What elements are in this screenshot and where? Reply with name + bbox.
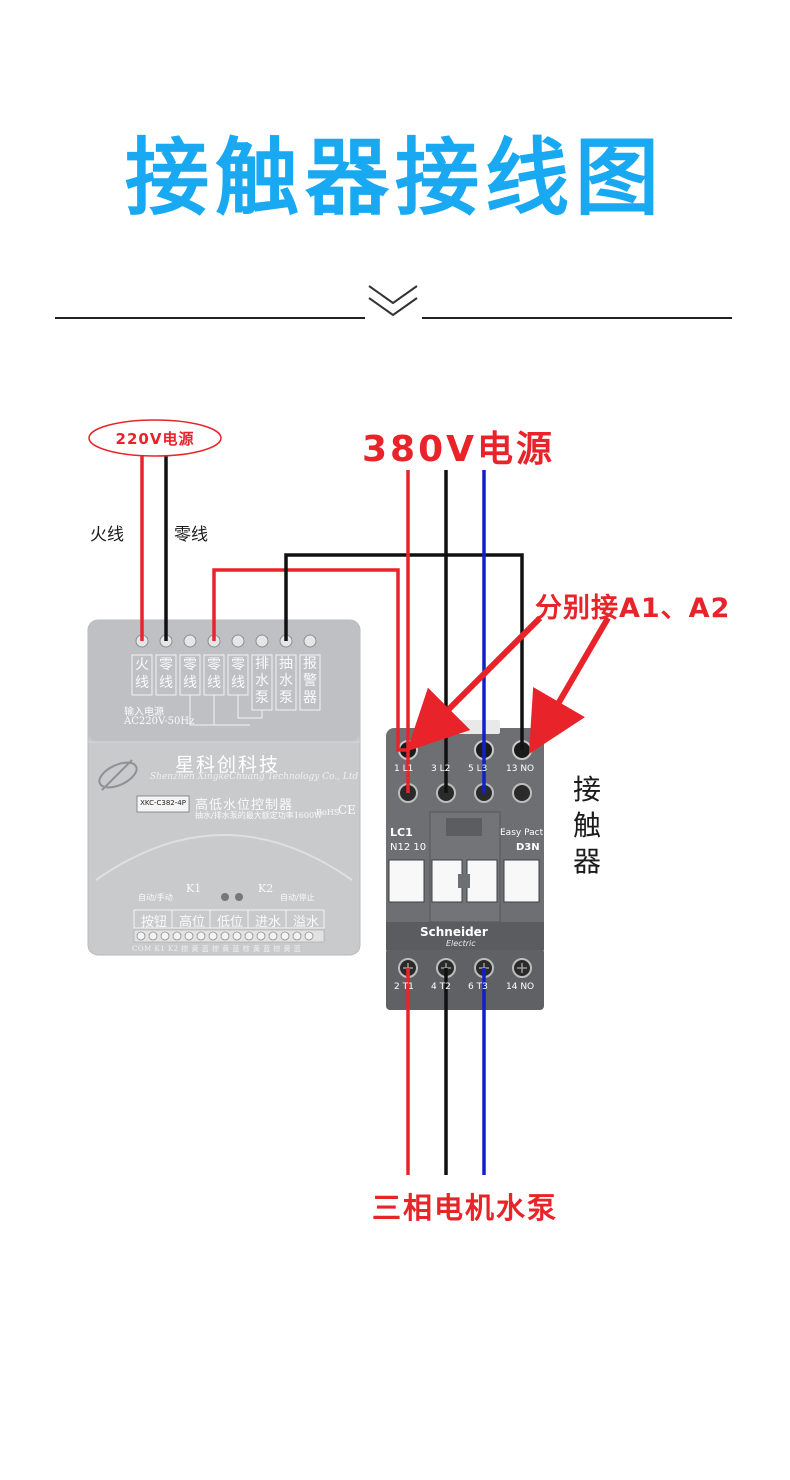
contactor-term-5: 5 L3 [468, 764, 488, 774]
ctrl-group-high: 高位 [178, 915, 205, 930]
contactor-label: 接 触 器 [570, 772, 604, 880]
ctrl-product: 高低水位控制器 [195, 798, 294, 813]
controller-bottom-terminals [133, 929, 325, 943]
contactor-model-right: Easy Pact [500, 828, 544, 838]
live-wire-label: 火线 [90, 525, 124, 545]
red-arrows [406, 615, 611, 754]
coil-note: 分别接A1、A2 [535, 593, 731, 624]
ctrl-mode2: 自动/停止 [280, 893, 315, 902]
contactor-term-4: 4 T2 [431, 982, 451, 992]
motor-label: 三相电机水泵 [372, 1191, 559, 1225]
contactor-brand: Schneider [420, 925, 488, 939]
contactor-label-3: 器 [572, 845, 601, 878]
power-380-label: 380V电源 [362, 429, 556, 470]
contactor-label-1: 接 [572, 773, 601, 806]
ctrl-bottom-terminal-labels: COM K1 K2 棕 黄 蓝 棕 黄 蓝 棕 黄 蓝 棕 黄 蓝 [132, 945, 302, 953]
ctrl-terminal-2: 零线 [159, 657, 173, 691]
contactor-term-2: 2 T1 [394, 982, 414, 992]
ctrl-k1: K1 [186, 882, 202, 895]
ctrl-group-button: 按钮 [140, 915, 167, 930]
ctrl-brand-en: Shenzhen XingkeChuang Technology Co., Lt… [150, 772, 359, 782]
ctrl-group-low: 低位 [216, 915, 243, 930]
ctrl-input-spec: AC220V-50Hz [124, 716, 195, 727]
contactor-term-14: 14 NO [506, 982, 535, 992]
page-title: 接触器接线图 [124, 129, 665, 227]
contactor-model-right2: D3N [516, 842, 540, 853]
ctrl-terminal-4: 零线 [207, 657, 221, 691]
water-level-controller [87, 619, 361, 956]
ctrl-input-label: 输入电源 [124, 707, 164, 718]
contactor-term-1: 1 L1 [394, 764, 414, 774]
wires-motor [406, 968, 486, 1175]
power-220-label: 220V电源 [115, 430, 195, 448]
title-divider [55, 285, 732, 319]
wires-coil [212, 553, 524, 752]
ctrl-rohs: RoHS [316, 808, 340, 817]
neutral-wire-label: 零线 [174, 525, 208, 545]
double-chevron-icon [368, 285, 418, 317]
contactor-term-13: 13 NO [506, 764, 535, 774]
ctrl-group-inlet: 进水 [254, 915, 281, 930]
ctrl-product-note: 抽水/排水泵的最大额定功率1600W [195, 811, 323, 820]
ctrl-terminal-5: 零线 [231, 657, 245, 691]
ctrl-ce-mark: CE [338, 803, 356, 817]
ctrl-mode1: 自动/手动 [138, 893, 173, 902]
contactor-label-2: 触 [572, 809, 601, 842]
ctrl-terminal-1: 火线 [135, 657, 149, 691]
brand-logo-icon [98, 759, 138, 791]
ctrl-terminal-3: 零线 [183, 657, 197, 691]
contactor-brand-sub: Electric [446, 939, 476, 948]
ctrl-group-overflow: 溢水 [292, 915, 319, 930]
contactor-model-left: LC1 [390, 826, 413, 839]
ctrl-terminal-7: 抽水泵 [279, 656, 293, 706]
contactor-model-left2: N12 10 [390, 842, 427, 853]
contactor-term-6: 6 T3 [468, 982, 488, 992]
ctrl-terminal-8: 报警器 [303, 656, 317, 706]
power-220-ellipse [88, 419, 222, 457]
ctrl-terminal-6: 排水泵 [255, 656, 269, 706]
contactor-term-3: 3 L2 [431, 764, 451, 774]
wires-220v [140, 455, 168, 641]
ctrl-k2: K2 [258, 882, 274, 895]
ctrl-brand: 星科创科技 [175, 754, 281, 776]
ctrl-model: XKC-C382-4P [140, 799, 186, 807]
